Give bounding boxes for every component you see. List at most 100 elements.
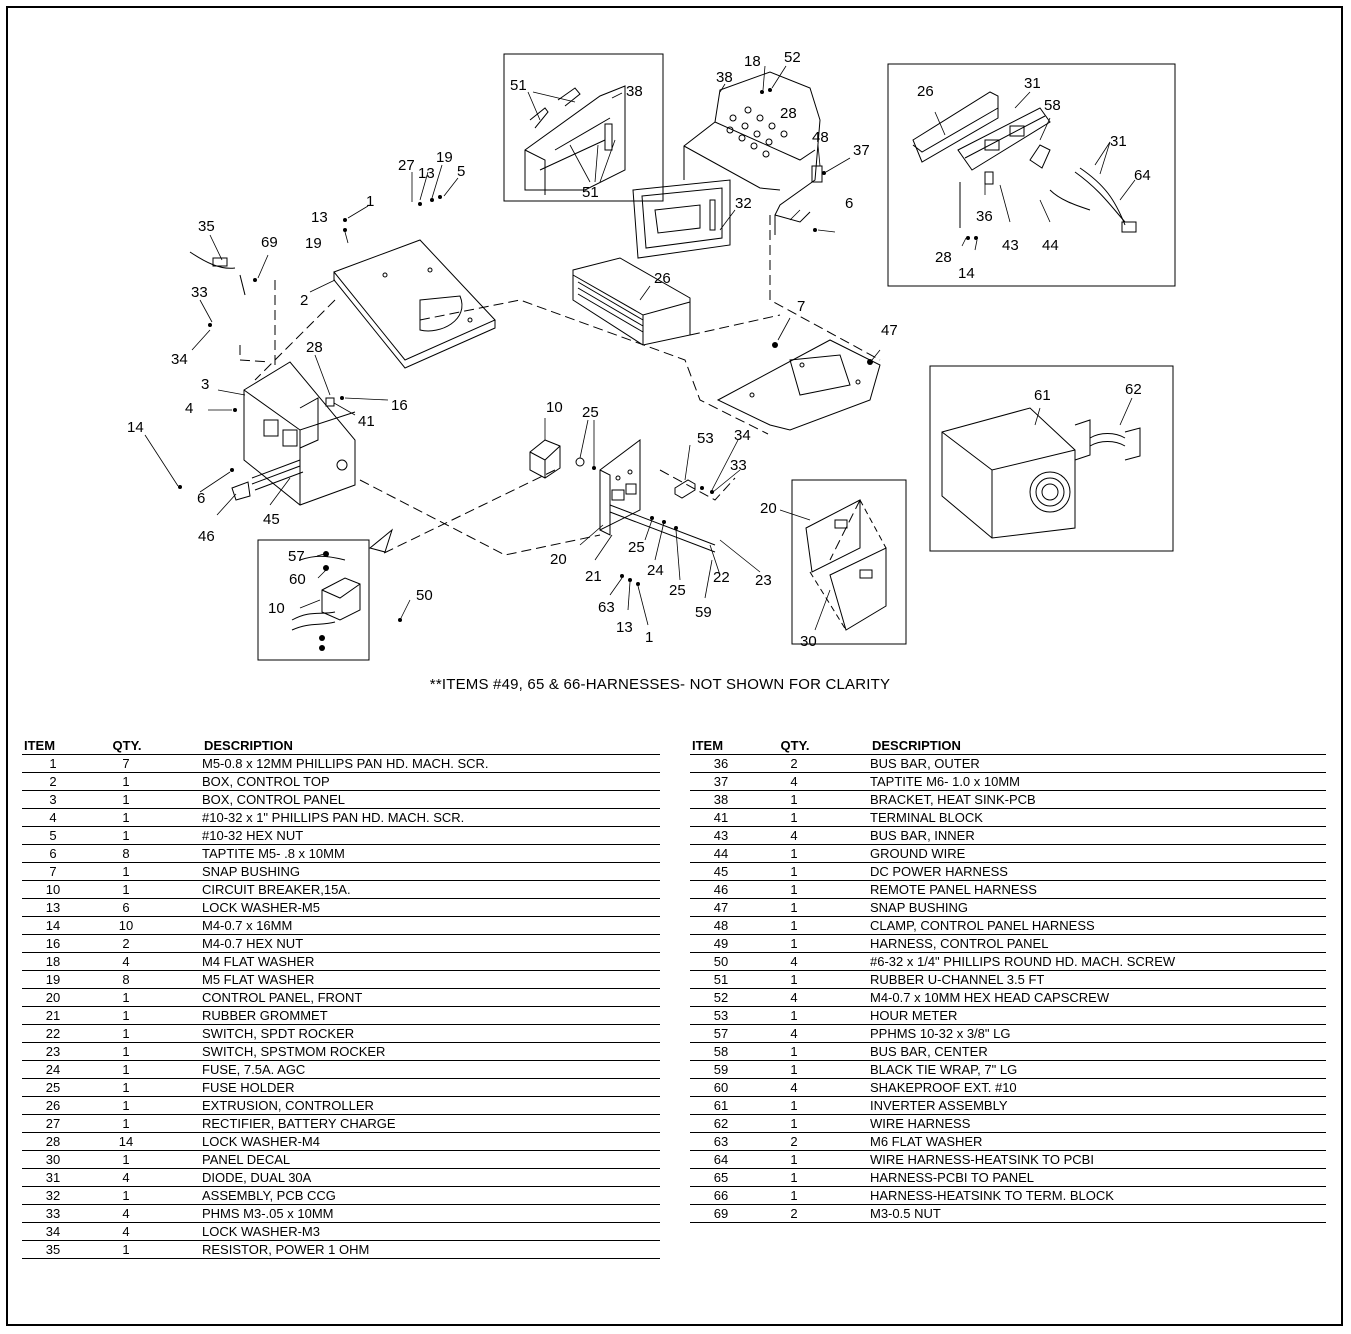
spacer-cell: [836, 1096, 870, 1115]
description-cell: HARNESS-HEATSINK TO TERM. BLOCK: [870, 1186, 1326, 1205]
spacer-cell: [168, 988, 202, 1007]
description-cell: REMOTE PANEL HARNESS: [870, 880, 1326, 899]
spacer-cell: [836, 808, 870, 827]
description-cell: FUSE HOLDER: [202, 1078, 660, 1097]
u-channel-bracket-drawing: [524, 85, 626, 195]
qty-cell: 1: [752, 862, 836, 881]
item-cell: 53: [690, 1006, 752, 1025]
item-cell: 57: [690, 1024, 752, 1043]
callout: 38: [716, 69, 733, 86]
description-cell: GROUND WIRE: [870, 844, 1326, 863]
spacer-cell: [168, 916, 202, 935]
spacer-cell: [836, 970, 870, 989]
spacer-cell: [836, 1168, 870, 1187]
spacer-cell: [168, 754, 202, 773]
item-cell: 19: [22, 970, 84, 989]
qty-cell: 2: [752, 1132, 836, 1151]
item-cell: 23: [22, 1042, 84, 1061]
parts-list-header: ITEM QTY. DESCRIPTION: [690, 738, 1326, 755]
item-cell: 16: [22, 934, 84, 953]
qty-cell: 1: [84, 772, 168, 791]
description-cell: BUS BAR, OUTER: [870, 754, 1326, 773]
description-cell: FUSE, 7.5A. AGC: [202, 1060, 660, 1079]
control-top-plate-drawing: [333, 239, 496, 369]
qty-cell: 4: [84, 1222, 168, 1241]
leader-lines: [144, 65, 1136, 631]
callout: 32: [735, 195, 752, 212]
spacer-cell: [168, 970, 202, 989]
bus-bar-assembly-drawing: [912, 91, 1137, 233]
description-cell: WIRE HARNESS: [870, 1114, 1326, 1133]
qty-cell: 1: [84, 1240, 168, 1259]
callout: 36: [976, 208, 993, 225]
item-cell: 48: [690, 916, 752, 935]
resistor-harness-drawing: [189, 251, 246, 296]
qty-cell: 7: [84, 754, 168, 773]
description-cell: RUBBER U-CHANNEL 3.5 FT: [870, 970, 1326, 989]
item-cell: 1: [22, 754, 84, 773]
description-cell: RUBBER GROMMET: [202, 1006, 660, 1025]
description-cell: #10-32 HEX NUT: [202, 826, 660, 845]
callout: 31: [1024, 75, 1041, 92]
description-cell: BUS BAR, INNER: [870, 826, 1326, 845]
item-cell: 59: [690, 1060, 752, 1079]
callout-labels: 51 38 51 18 52 38 28 48 37 32 6 26 26 31…: [127, 49, 1151, 650]
item-cell: 62: [690, 1114, 752, 1133]
qty-cell: 8: [84, 970, 168, 989]
callout: 58: [1044, 97, 1061, 114]
header-spacer: [836, 738, 870, 755]
item-cell: 66: [690, 1186, 752, 1205]
spacer-cell: [168, 790, 202, 809]
description-cell: BRACKET, HEAT SINK-PCB: [870, 790, 1326, 809]
qty-cell: 4: [752, 826, 836, 845]
qty-cell: 1: [84, 1150, 168, 1169]
clarity-note: **ITEMS #49, 65 & 66-HARNESSES- NOT SHOW…: [429, 676, 891, 693]
spacer-cell: [168, 1060, 202, 1079]
description-cell: TAPTITE M6- 1.0 x 10MM: [870, 772, 1326, 791]
front-control-panel-drawing: [599, 439, 716, 553]
hour-meter-drawing: [674, 479, 696, 499]
callout: 7: [797, 298, 805, 315]
item-cell: 50: [690, 952, 752, 971]
callout: 28: [306, 339, 323, 356]
spacer-cell: [836, 934, 870, 953]
exploded-parts-diagram: 51 38 51 18 52 38 28 48 37 32 6 26 26 31…: [127, 49, 1176, 661]
qty-cell: 1: [84, 1096, 168, 1115]
callout: 14: [958, 265, 975, 282]
inverter-drawing: [941, 407, 1141, 539]
description-cell: LOCK WASHER-M5: [202, 898, 660, 917]
item-cell: 30: [22, 1150, 84, 1169]
callout: 30: [800, 633, 817, 650]
spacer-cell: [168, 1006, 202, 1025]
callout: 25: [669, 582, 686, 599]
description-cell: SNAP BUSHING: [202, 862, 660, 881]
description-cell: DIODE, DUAL 30A: [202, 1168, 660, 1187]
description-cell: RESISTOR, POWER 1 OHM: [202, 1240, 660, 1259]
qty-cell: 1: [752, 1168, 836, 1187]
description-cell: ASSEMBLY, PCB CCG: [202, 1186, 660, 1205]
description-cell: M4-0.7 x 10MM HEX HEAD CAPSCREW: [870, 988, 1326, 1007]
callout: 27: [398, 157, 415, 174]
hardware-dots: [178, 88, 978, 651]
description-cell: M4 FLAT WASHER: [202, 952, 660, 971]
spacer-cell: [168, 952, 202, 971]
callout: 60: [289, 571, 306, 588]
heat-sink-bracket-drawing: [683, 71, 823, 235]
callout: 46: [198, 528, 215, 545]
callout: 28: [935, 249, 952, 266]
callout: 4: [185, 400, 193, 417]
